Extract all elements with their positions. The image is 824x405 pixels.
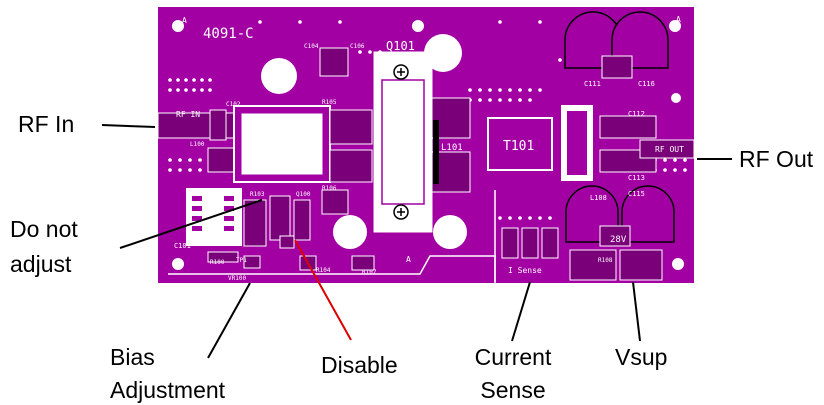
mounting-hole	[671, 93, 681, 103]
current-sense-line-1: Current	[474, 344, 552, 370]
pad	[329, 109, 373, 145]
heatsink-hole	[261, 58, 297, 94]
rf-out-pad-label: RF OUT	[655, 145, 684, 154]
bias-adjustment-line-1: Bias	[110, 344, 155, 370]
c112-pad	[599, 115, 657, 139]
disable-leader	[294, 239, 352, 341]
t101-label: T101	[503, 139, 534, 154]
t100-core	[241, 113, 323, 175]
c102-pad	[209, 109, 227, 141]
mounting-hole	[669, 20, 681, 32]
isense-pad	[501, 227, 519, 259]
isense-pad	[521, 227, 539, 259]
q101-label: Q101	[386, 39, 415, 53]
corner-a: A	[182, 16, 187, 25]
vr100-pad	[243, 255, 261, 269]
r107-pad	[351, 255, 375, 271]
cap-pad	[601, 55, 633, 79]
u100-ic	[192, 196, 234, 231]
c111-label: C111	[584, 80, 601, 88]
l108-label: L108	[590, 194, 607, 202]
tp1-label: TP1	[236, 257, 247, 264]
i-sense-label: I Sense	[508, 266, 542, 275]
l100-label: L100	[190, 141, 205, 148]
r108-label: R108	[598, 257, 613, 264]
r108-pad	[279, 235, 295, 249]
output-trace	[561, 105, 593, 181]
v28-label: 28V	[610, 235, 627, 245]
c112-label: C112	[628, 110, 645, 118]
c115-outline	[621, 185, 675, 243]
corner-a: A	[676, 15, 681, 24]
q101-inner	[381, 79, 425, 205]
vsup-pad	[619, 249, 663, 281]
c113-label: C113	[628, 174, 645, 182]
c106-label: C106	[350, 43, 365, 50]
r100-label: R100	[210, 259, 225, 266]
c101-label: C101	[174, 242, 191, 250]
current-sense-line-2: Sense	[480, 377, 546, 403]
bias-pad	[269, 195, 291, 241]
t100-label: T100	[270, 139, 301, 154]
l101-bar	[433, 120, 439, 184]
c116-outline	[611, 11, 669, 69]
heatsink-hole	[333, 215, 367, 249]
q100-label: Q100	[296, 191, 311, 198]
vsup-callout: Vsup	[615, 344, 668, 370]
heatsink-hole	[433, 215, 467, 249]
c102-label: C102	[226, 101, 241, 108]
r106-label: R106	[322, 185, 337, 192]
via-array	[168, 20, 687, 220]
u100-label: U100	[216, 191, 231, 198]
corner-a: A	[406, 255, 411, 264]
do-not-adjust-leader	[119, 199, 263, 249]
part-number-label: 4091-C	[203, 26, 254, 42]
pad	[321, 189, 349, 215]
c116-label: C116	[638, 80, 655, 88]
rf-out-callout: RF Out	[739, 146, 814, 172]
disable-callout: Disable	[321, 352, 398, 378]
current-sense-callout: Current Sense	[465, 344, 561, 404]
heatsink-hole	[424, 34, 462, 72]
r103-label: R103	[250, 191, 265, 198]
r105-label: R105	[322, 99, 337, 106]
rf-in-pad-label: RF IN	[176, 110, 200, 119]
rf-out-trace	[639, 139, 695, 159]
isense-pad	[541, 227, 559, 259]
do-not-adjust-line-1: Do not	[10, 216, 78, 242]
pad	[329, 149, 373, 183]
pad	[319, 47, 349, 77]
bias-pad	[243, 199, 267, 247]
r107-label: R107	[362, 269, 377, 276]
vr100-label: VR100	[228, 275, 246, 282]
t101-body	[487, 117, 553, 171]
mounting-hole	[412, 20, 424, 32]
r100-pad	[207, 251, 239, 263]
current-sense-leader	[511, 281, 531, 342]
c115-label: C115	[628, 190, 645, 198]
do-not-adjust-line-2: adjust	[10, 251, 72, 277]
q100-pad	[293, 199, 311, 241]
c104-label: C104	[304, 43, 319, 50]
vsup-leader	[632, 281, 641, 342]
mounting-hole	[672, 258, 684, 270]
r104-label: R104	[316, 267, 331, 274]
do-not-adjust-callout: Do not adjust	[10, 216, 78, 278]
vsup-pad	[569, 249, 617, 281]
l101-label: L101	[441, 143, 463, 153]
bias-adjustment-callout: Bias Adjustment	[110, 344, 225, 404]
v28-pad	[599, 225, 631, 247]
rf-in-callout: RF In	[18, 111, 75, 137]
rf-in-leader	[101, 124, 156, 128]
bias-adjustment-leader	[207, 282, 251, 359]
mounting-hole	[172, 258, 184, 270]
mounting-hole	[172, 20, 184, 32]
bias-adjustment-line-2: Adjustment	[110, 377, 226, 403]
